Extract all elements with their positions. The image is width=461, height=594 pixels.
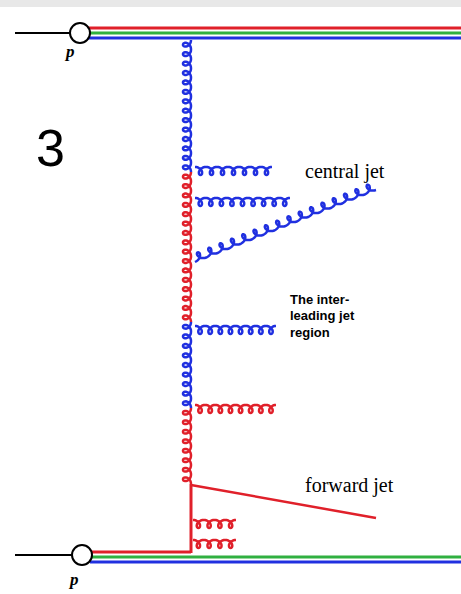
proton-line (15, 554, 72, 556)
gluon-coil (183, 172, 191, 322)
gluon-coil (195, 185, 376, 262)
quark-line (88, 37, 461, 40)
proton-circle (72, 545, 92, 565)
gluon-coil (195, 167, 272, 175)
proton-line (15, 32, 70, 34)
region-label: The inter- leading jet region (290, 292, 388, 341)
quark-line (190, 484, 193, 553)
quark-line (90, 551, 191, 554)
quark-line (88, 27, 461, 30)
gluon-coil (183, 40, 191, 172)
gluon-coil (193, 520, 236, 528)
top-strip (0, 0, 461, 7)
quark-line (90, 561, 461, 564)
figure-number: 3 (36, 118, 65, 178)
gluon-coil (195, 198, 290, 206)
proton-label: p (66, 42, 75, 62)
gluon-coil (183, 322, 191, 408)
proton-label: p (70, 570, 79, 590)
gluon-coil (195, 326, 276, 334)
proton-circle (70, 23, 90, 43)
gluon-coil (195, 405, 276, 413)
jet-label: forward jet (305, 474, 393, 497)
jet-label: central jet (305, 160, 384, 183)
quark-line (90, 32, 461, 35)
gluon-coil (193, 540, 236, 548)
gluon-coil (183, 408, 191, 484)
quark-line (92, 556, 461, 559)
